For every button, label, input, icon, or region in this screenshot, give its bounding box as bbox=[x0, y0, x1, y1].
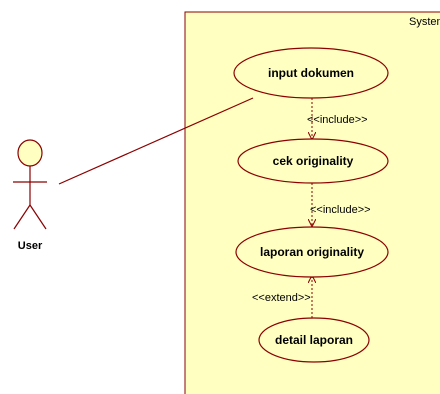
association-line bbox=[58, 97, 254, 185]
use-case-ellipse bbox=[233, 47, 389, 99]
actor-left-leg bbox=[13, 204, 31, 230]
use-case-label: detail laporan bbox=[275, 333, 353, 347]
use-case-ellipse bbox=[258, 317, 370, 363]
actor-head bbox=[17, 139, 43, 167]
actor-user[interactable] bbox=[13, 139, 47, 230]
include-label-2: <<include>> bbox=[310, 204, 371, 216]
use-case-detail-laporan[interactable]: detail laporan bbox=[258, 317, 370, 363]
actor-name: User bbox=[18, 240, 43, 252]
use-case-ellipse bbox=[237, 138, 389, 184]
include-label-1: <<include>> bbox=[307, 114, 368, 126]
use-case-input-dokumen[interactable]: input dokumen bbox=[233, 47, 389, 99]
use-case-label: input dokumen bbox=[268, 66, 354, 80]
system-label: System bbox=[409, 16, 440, 28]
use-case-label: laporan originality bbox=[260, 245, 364, 259]
use-case-laporan-originality[interactable]: laporan originality bbox=[235, 226, 389, 278]
use-case-ellipse bbox=[235, 226, 389, 278]
actor-right-leg bbox=[29, 204, 47, 230]
extend-label: <<extend>> bbox=[252, 292, 311, 304]
use-case-cek-originality[interactable]: cek originality bbox=[237, 138, 389, 184]
use-case-label: cek originality bbox=[273, 154, 354, 168]
